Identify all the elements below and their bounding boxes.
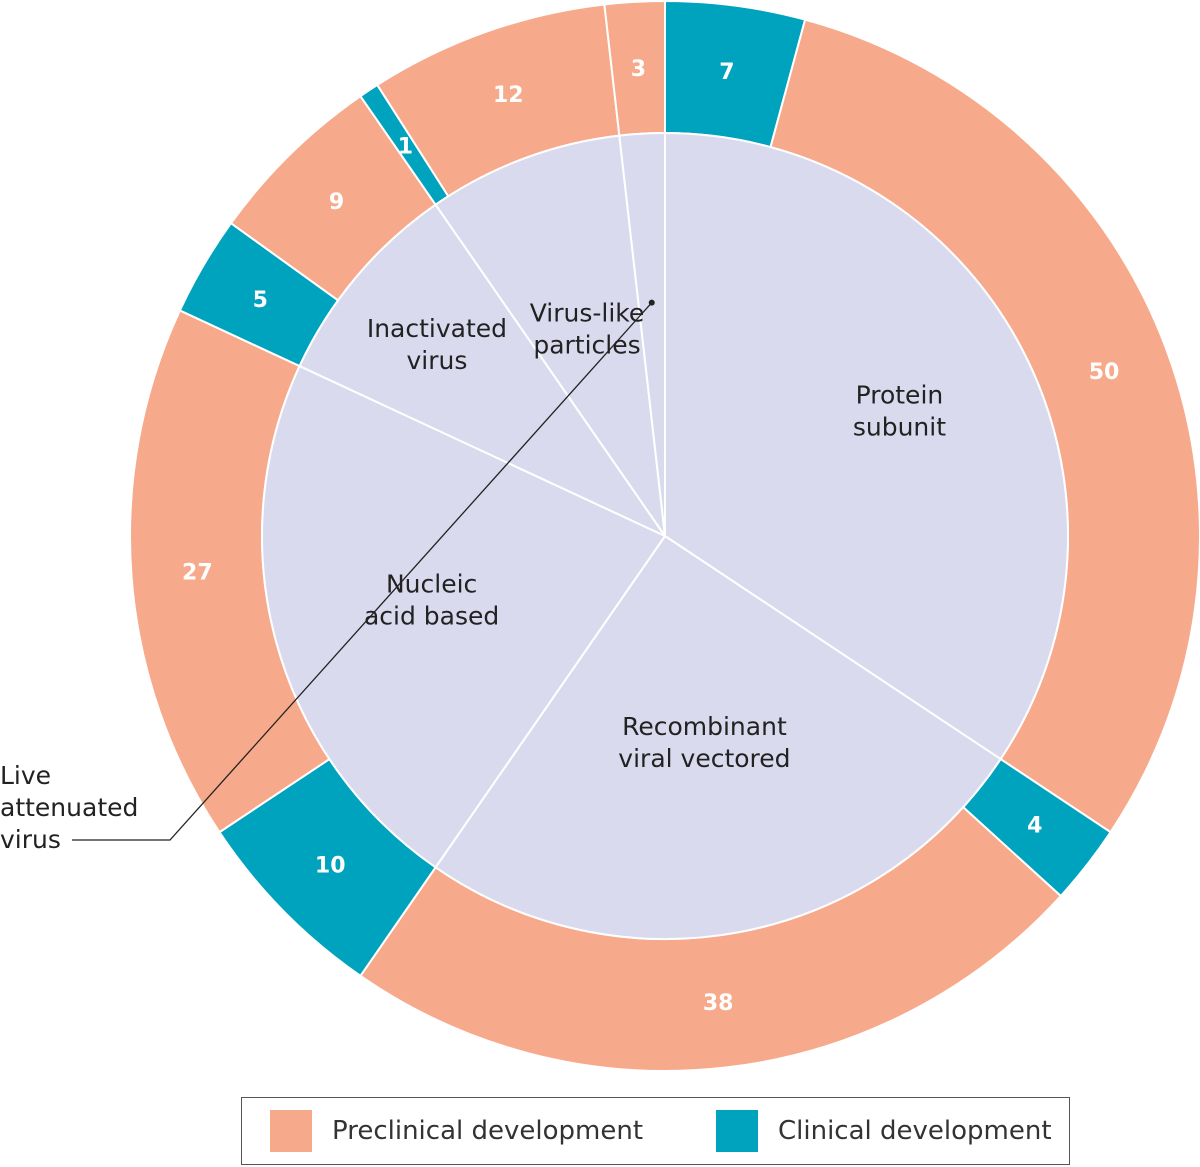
callout-leader-line bbox=[72, 302, 653, 841]
ring-value-live-attenuated-virus-preclinical: 3 bbox=[631, 57, 646, 82]
legend: Preclinical development Clinical develop… bbox=[241, 1097, 1070, 1165]
inner-pie bbox=[261, 131, 1069, 940]
ring-value-inactivated-virus-preclinical: 9 bbox=[329, 190, 344, 215]
ring-value-virus-like-particles-preclinical: 12 bbox=[493, 83, 524, 108]
inner-slice-live-attenuated-virus bbox=[618, 131, 666, 537]
inner-slice-inactivated-virus bbox=[298, 203, 668, 539]
legend-swatch-clinical bbox=[716, 1110, 758, 1152]
inner-slice-recombinant-viral-vectored bbox=[434, 534, 1002, 940]
legend-item-preclinical: Preclinical development bbox=[270, 1098, 643, 1164]
inner-slice-virus-like-particles bbox=[434, 134, 666, 537]
legend-label-preclinical: Preclinical development bbox=[332, 1116, 644, 1146]
ring-value-protein-subunit-preclinical: 50 bbox=[1089, 360, 1120, 385]
ring-value-recombinant-viral-vectored-clinical: 4 bbox=[1027, 813, 1042, 838]
ring-value-nucleic-acid-based-clinical: 10 bbox=[315, 853, 346, 878]
ring-value-nucleic-acid-based-preclinical: 27 bbox=[182, 560, 213, 585]
legend-label-clinical: Clinical development bbox=[778, 1116, 1052, 1146]
inner-slice-nucleic-acid-based bbox=[261, 364, 667, 869]
ring-value-virus-like-particles-clinical: 1 bbox=[398, 134, 413, 159]
ring-value-protein-subunit-clinical: 7 bbox=[719, 60, 734, 85]
ring-value-inactivated-virus-clinical: 5 bbox=[253, 288, 268, 313]
legend-item-clinical: Clinical development bbox=[716, 1098, 1052, 1164]
legend-swatch-preclinical bbox=[270, 1110, 312, 1152]
ring-value-recombinant-viral-vectored-preclinical: 38 bbox=[703, 991, 734, 1016]
